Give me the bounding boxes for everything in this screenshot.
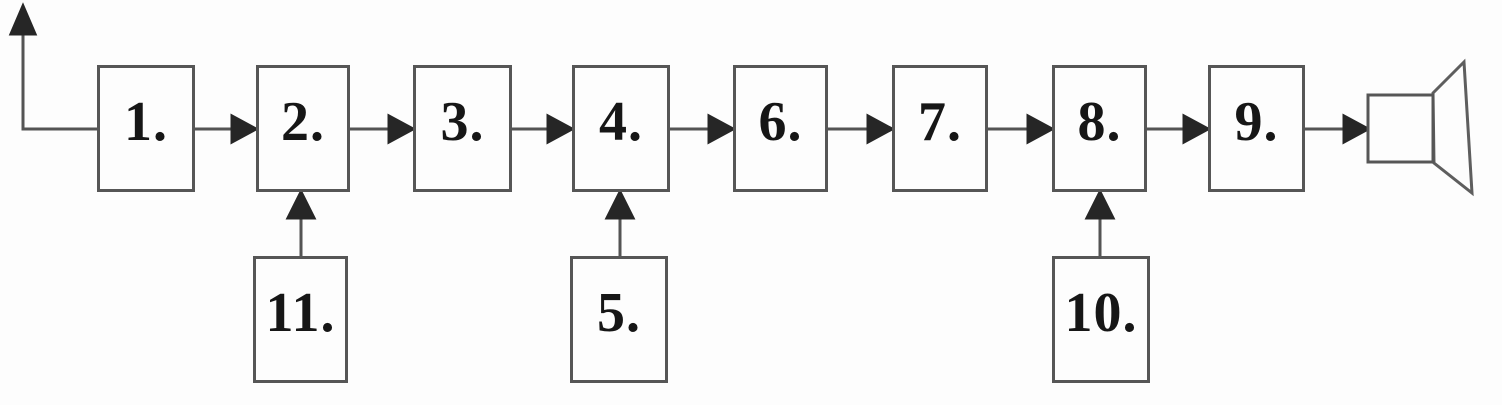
block-11: 11. xyxy=(253,256,348,383)
arrow-7-to-8 xyxy=(988,113,1056,145)
speaker-icon xyxy=(1366,58,1474,197)
block-10: 10. xyxy=(1052,256,1150,383)
block-9-label: 9. xyxy=(1234,90,1279,153)
block-1-label: 1. xyxy=(124,90,168,153)
arrow-10-to-8 xyxy=(1084,188,1116,256)
arrow-9-to-speaker xyxy=(1305,113,1372,145)
arrow-1-to-2 xyxy=(195,113,260,145)
block-1: 1. xyxy=(97,65,195,192)
arrow-8-to-9 xyxy=(1147,113,1212,145)
block-3-label: 3. xyxy=(440,90,485,153)
block-2: 2. xyxy=(256,65,350,192)
block-6-label: 6. xyxy=(758,90,803,153)
arrow-5-to-4 xyxy=(604,188,636,256)
flow-arrows xyxy=(195,113,1372,145)
arrow-6-to-7 xyxy=(828,113,896,145)
block-4-label: 4. xyxy=(599,90,643,153)
block-5: 5. xyxy=(570,256,668,383)
block-3: 3. xyxy=(413,65,512,192)
feeder-arrows xyxy=(285,188,1116,256)
block-8: 8. xyxy=(1052,65,1147,192)
block-6: 6. xyxy=(733,65,828,192)
arrow-11-to-2 xyxy=(285,188,317,256)
block-2-label: 2. xyxy=(281,90,325,153)
block-10-label: 10. xyxy=(1064,281,1138,344)
block-8-label: 8. xyxy=(1077,90,1122,153)
arrow-2-to-3 xyxy=(350,113,417,145)
block-11-label: 11. xyxy=(265,281,336,344)
arrow-4-to-6 xyxy=(670,113,737,145)
block-9: 9. xyxy=(1208,65,1305,192)
block-7-label: 7. xyxy=(918,90,962,153)
arrow-3-to-4 xyxy=(512,113,576,145)
block-5-label: 5. xyxy=(597,281,641,344)
antenna-icon xyxy=(8,2,97,131)
block-4: 4. xyxy=(572,65,670,192)
block-7: 7. xyxy=(892,65,988,192)
